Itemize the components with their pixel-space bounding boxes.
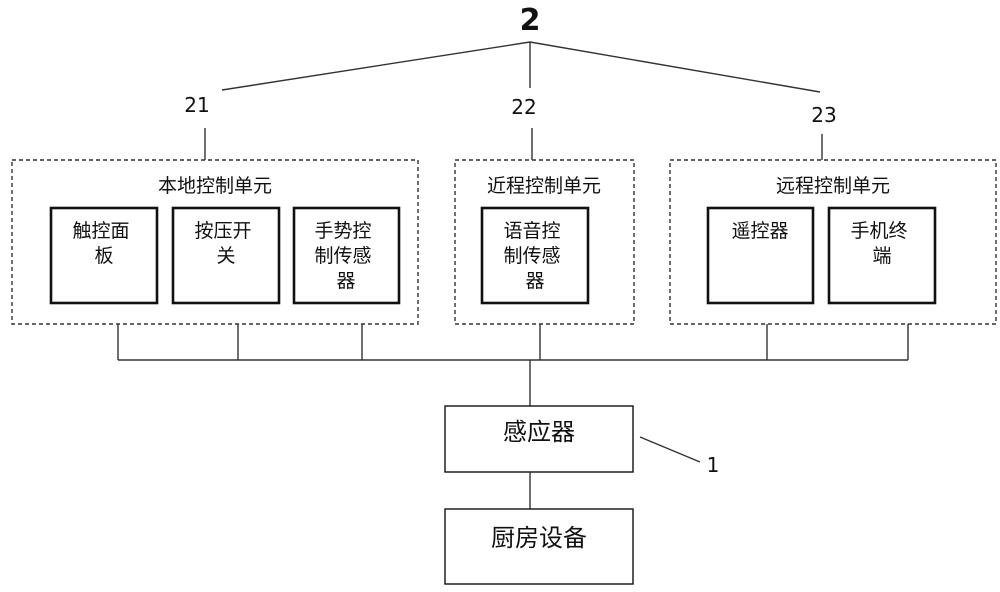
ref-local: 21	[184, 93, 209, 117]
device-label-gesture-sensor: 手势控 制传感 器	[314, 220, 377, 292]
device-label-line: 器	[336, 270, 355, 292]
device-box-gesture-sensor	[292, 206, 401, 305]
branch-line-right	[529, 41, 821, 93]
ref-near: 22	[511, 95, 536, 119]
kitchen-label: 厨房设备	[491, 524, 587, 552]
group-title-local: 本地控制单元	[158, 175, 272, 197]
device-label-line: 制传感	[503, 245, 560, 267]
ref-system: 2	[520, 3, 541, 38]
device-label-line: 按压开	[194, 220, 251, 242]
device-label-mobile-terminal: 手机终 端	[850, 220, 913, 267]
sensor-leader	[639, 436, 701, 463]
device-label-line: 触控面	[72, 220, 129, 242]
ref-remote: 23	[811, 103, 836, 127]
device-label-touch-panel: 触控面 板	[72, 220, 135, 267]
group-box-remote	[669, 159, 997, 325]
device-box-voice-sensor	[480, 206, 590, 305]
branch-line-left	[221, 41, 531, 91]
device-label-line: 端	[872, 245, 891, 267]
device-label-line: 语音控	[503, 220, 560, 242]
device-label-press-switch: 按压开 关	[194, 220, 257, 267]
device-label-line: 制传感	[314, 245, 371, 267]
device-label-line: 关	[216, 245, 235, 267]
device-label-line: 板	[94, 245, 113, 267]
device-label-line: 器	[525, 270, 544, 292]
device-box-touch-panel	[49, 206, 159, 305]
device-label-line: 手势控	[314, 220, 371, 242]
device-box-press-switch	[171, 206, 281, 305]
device-box-remote-controller	[706, 206, 815, 305]
device-label-line: 遥控器	[731, 220, 788, 242]
kitchen-box	[444, 508, 634, 585]
device-label-line: 手机终	[850, 220, 907, 242]
device-box-mobile-terminal	[827, 206, 937, 305]
group-box-near	[454, 159, 635, 325]
device-label-remote-controller: 遥控器	[731, 220, 788, 242]
group-title-remote: 远程控制单元	[776, 175, 890, 197]
group-title-near: 近程控制单元	[487, 175, 601, 197]
sensor-label: 感应器	[503, 418, 575, 446]
group-box-local	[11, 159, 419, 325]
ref-sensor: 1	[707, 453, 720, 477]
sensor-box	[444, 405, 634, 473]
device-label-voice-sensor: 语音控 制传感 器	[503, 220, 566, 292]
